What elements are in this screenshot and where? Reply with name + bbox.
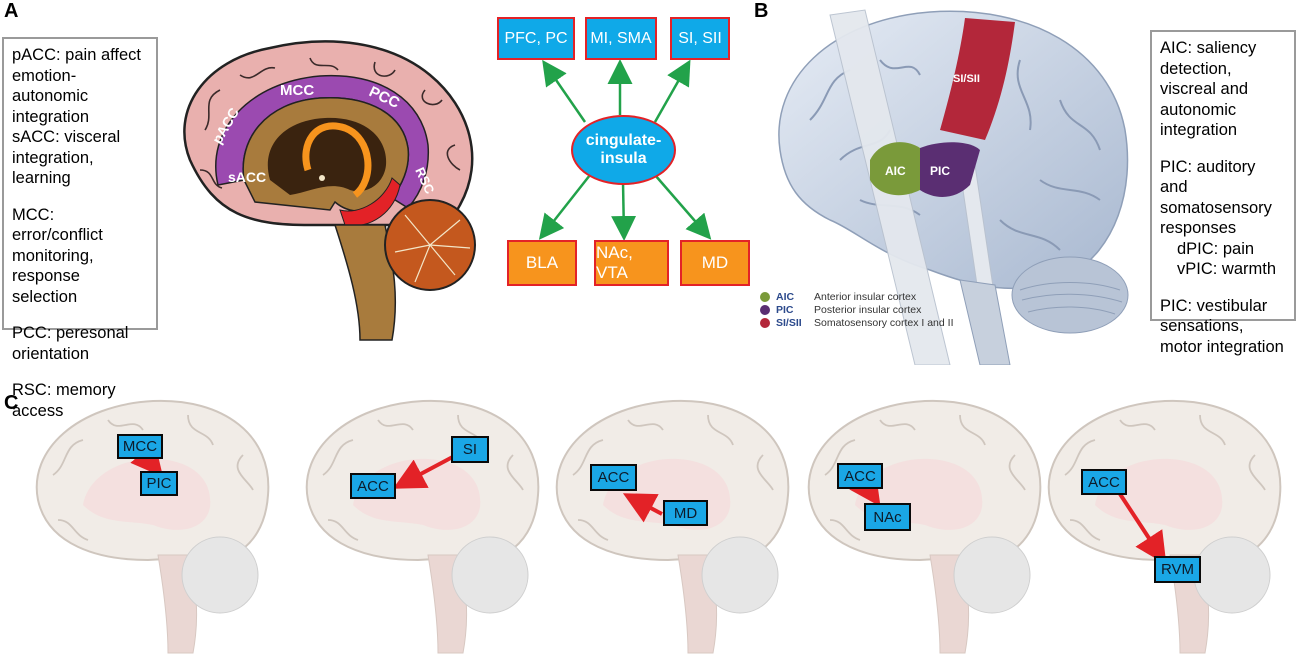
insula-legend: AIC Anterior insular cortex PIC Posterio… [760, 290, 970, 329]
node-md: MD [663, 500, 708, 526]
pic-auditory-description: PIC: auditory and somatosensory response… [1160, 157, 1272, 238]
node-nac: NAc [864, 503, 911, 531]
node-acc-5: ACC [1081, 469, 1127, 495]
target-bla: BLA [507, 240, 577, 286]
rsc-description: RSC: memory access [12, 381, 116, 420]
sacc-description: sACC: visceral integration, learning [12, 128, 121, 187]
legend-dot-pic [760, 304, 770, 315]
legend-dot-aic [760, 291, 770, 302]
cingulate-description-box: pACC: pain affect emotion-autonomic inte… [2, 37, 158, 420]
node-acc-2: ACC [350, 473, 396, 499]
node-acc-3: ACC [590, 464, 637, 491]
anterior-commissure-dot [319, 175, 325, 181]
mcc-description: MCC: error/conflict monitoring, response… [12, 205, 103, 306]
vpic-description: vPIC: warmth [1177, 260, 1277, 278]
dpic-description: dPIC: pain [1177, 239, 1255, 258]
hub-arrows [538, 59, 712, 241]
aic-description: AIC: saliency detection, viscreal and au… [1160, 39, 1257, 139]
pcc-description: PCC: peresonal orientation [12, 324, 129, 363]
pic-description-block: PIC: auditory and somatosensory response… [1160, 157, 1286, 280]
panel-label-a: A [4, 0, 19, 22]
label-sisii: SI/SII [953, 73, 980, 85]
cingulate-insula-hub: cingulate-insula [571, 115, 676, 185]
pic-region [920, 142, 980, 197]
arrow-to-si [653, 59, 691, 123]
panel-label-b: B [754, 0, 769, 22]
node-mcc: MCC [117, 434, 163, 459]
legend-label-aic: Anterior insular cortex [814, 290, 917, 303]
pathway-arrows-overlay [130, 442, 1167, 565]
legend-key-sisii: SI/SII [776, 316, 802, 329]
legend-key-aic: AIC [776, 290, 795, 303]
arrow-md-acc [622, 493, 663, 523]
legend-label-pic: Posterior insular cortex [814, 303, 922, 316]
target-pfc-pc: PFC, PC [497, 17, 575, 60]
legend-row-pic: PIC Posterior insular cortex [760, 303, 970, 316]
target-mi-sma: MI, SMA [585, 17, 657, 60]
arrow-to-md [654, 174, 712, 240]
brainstem-lateral [959, 279, 1011, 365]
panel-label-c: C [4, 392, 19, 414]
aic-region [870, 142, 920, 196]
hub-label: cingulate-insula [585, 132, 662, 167]
pathway-brain-5 [1040, 395, 1290, 660]
pathway-brain-4 [800, 395, 1050, 660]
target-nac-vta: NAc, VTA [594, 240, 669, 286]
legend-row-aic: AIC Anterior insular cortex [760, 290, 970, 303]
fornix-arc [302, 122, 372, 198]
label-pic: PIC [930, 164, 950, 178]
label-mcc: MCC [280, 82, 314, 99]
arrow-to-pfc [542, 59, 587, 123]
arrow-to-nac [611, 181, 637, 241]
insula-description-box: AIC: saliency detection, viscreal and au… [1150, 30, 1296, 356]
sisii-region [940, 18, 1015, 140]
label-aic: AIC [885, 164, 906, 178]
arrow-mcc-pic [130, 442, 164, 478]
sagittal-brain-illustration: pACC MCC PCC sACC RSC [183, 40, 476, 341]
node-pic: PIC [140, 471, 178, 496]
lateral-brain-illustration: AIC PIC SI/SII [778, 9, 1129, 365]
legend-row-sisii: SI/SII Somatosensory cortex I and II [760, 316, 970, 329]
cerebellum-lateral [1011, 256, 1129, 334]
arrow-acc-rvm [1118, 492, 1167, 565]
target-md: MD [680, 240, 750, 286]
legend-label-sisii: Somatosensory cortex I and II [814, 316, 954, 329]
node-acc-4: ACC [837, 463, 883, 489]
target-si-sii: SI, SII [670, 17, 730, 60]
node-rvm: RVM [1154, 556, 1201, 583]
pacc-description: pACC: pain affect emotion-autonomic inte… [12, 46, 142, 126]
label-sacc: sACC [228, 169, 266, 185]
arrow-to-bla [538, 174, 591, 240]
legend-key-pic: PIC [776, 303, 794, 316]
node-si: SI [451, 436, 489, 463]
pic-vestibular-description: PIC: vestibular sensations, motor integr… [1160, 296, 1284, 356]
legend-dot-sisii [760, 317, 770, 328]
